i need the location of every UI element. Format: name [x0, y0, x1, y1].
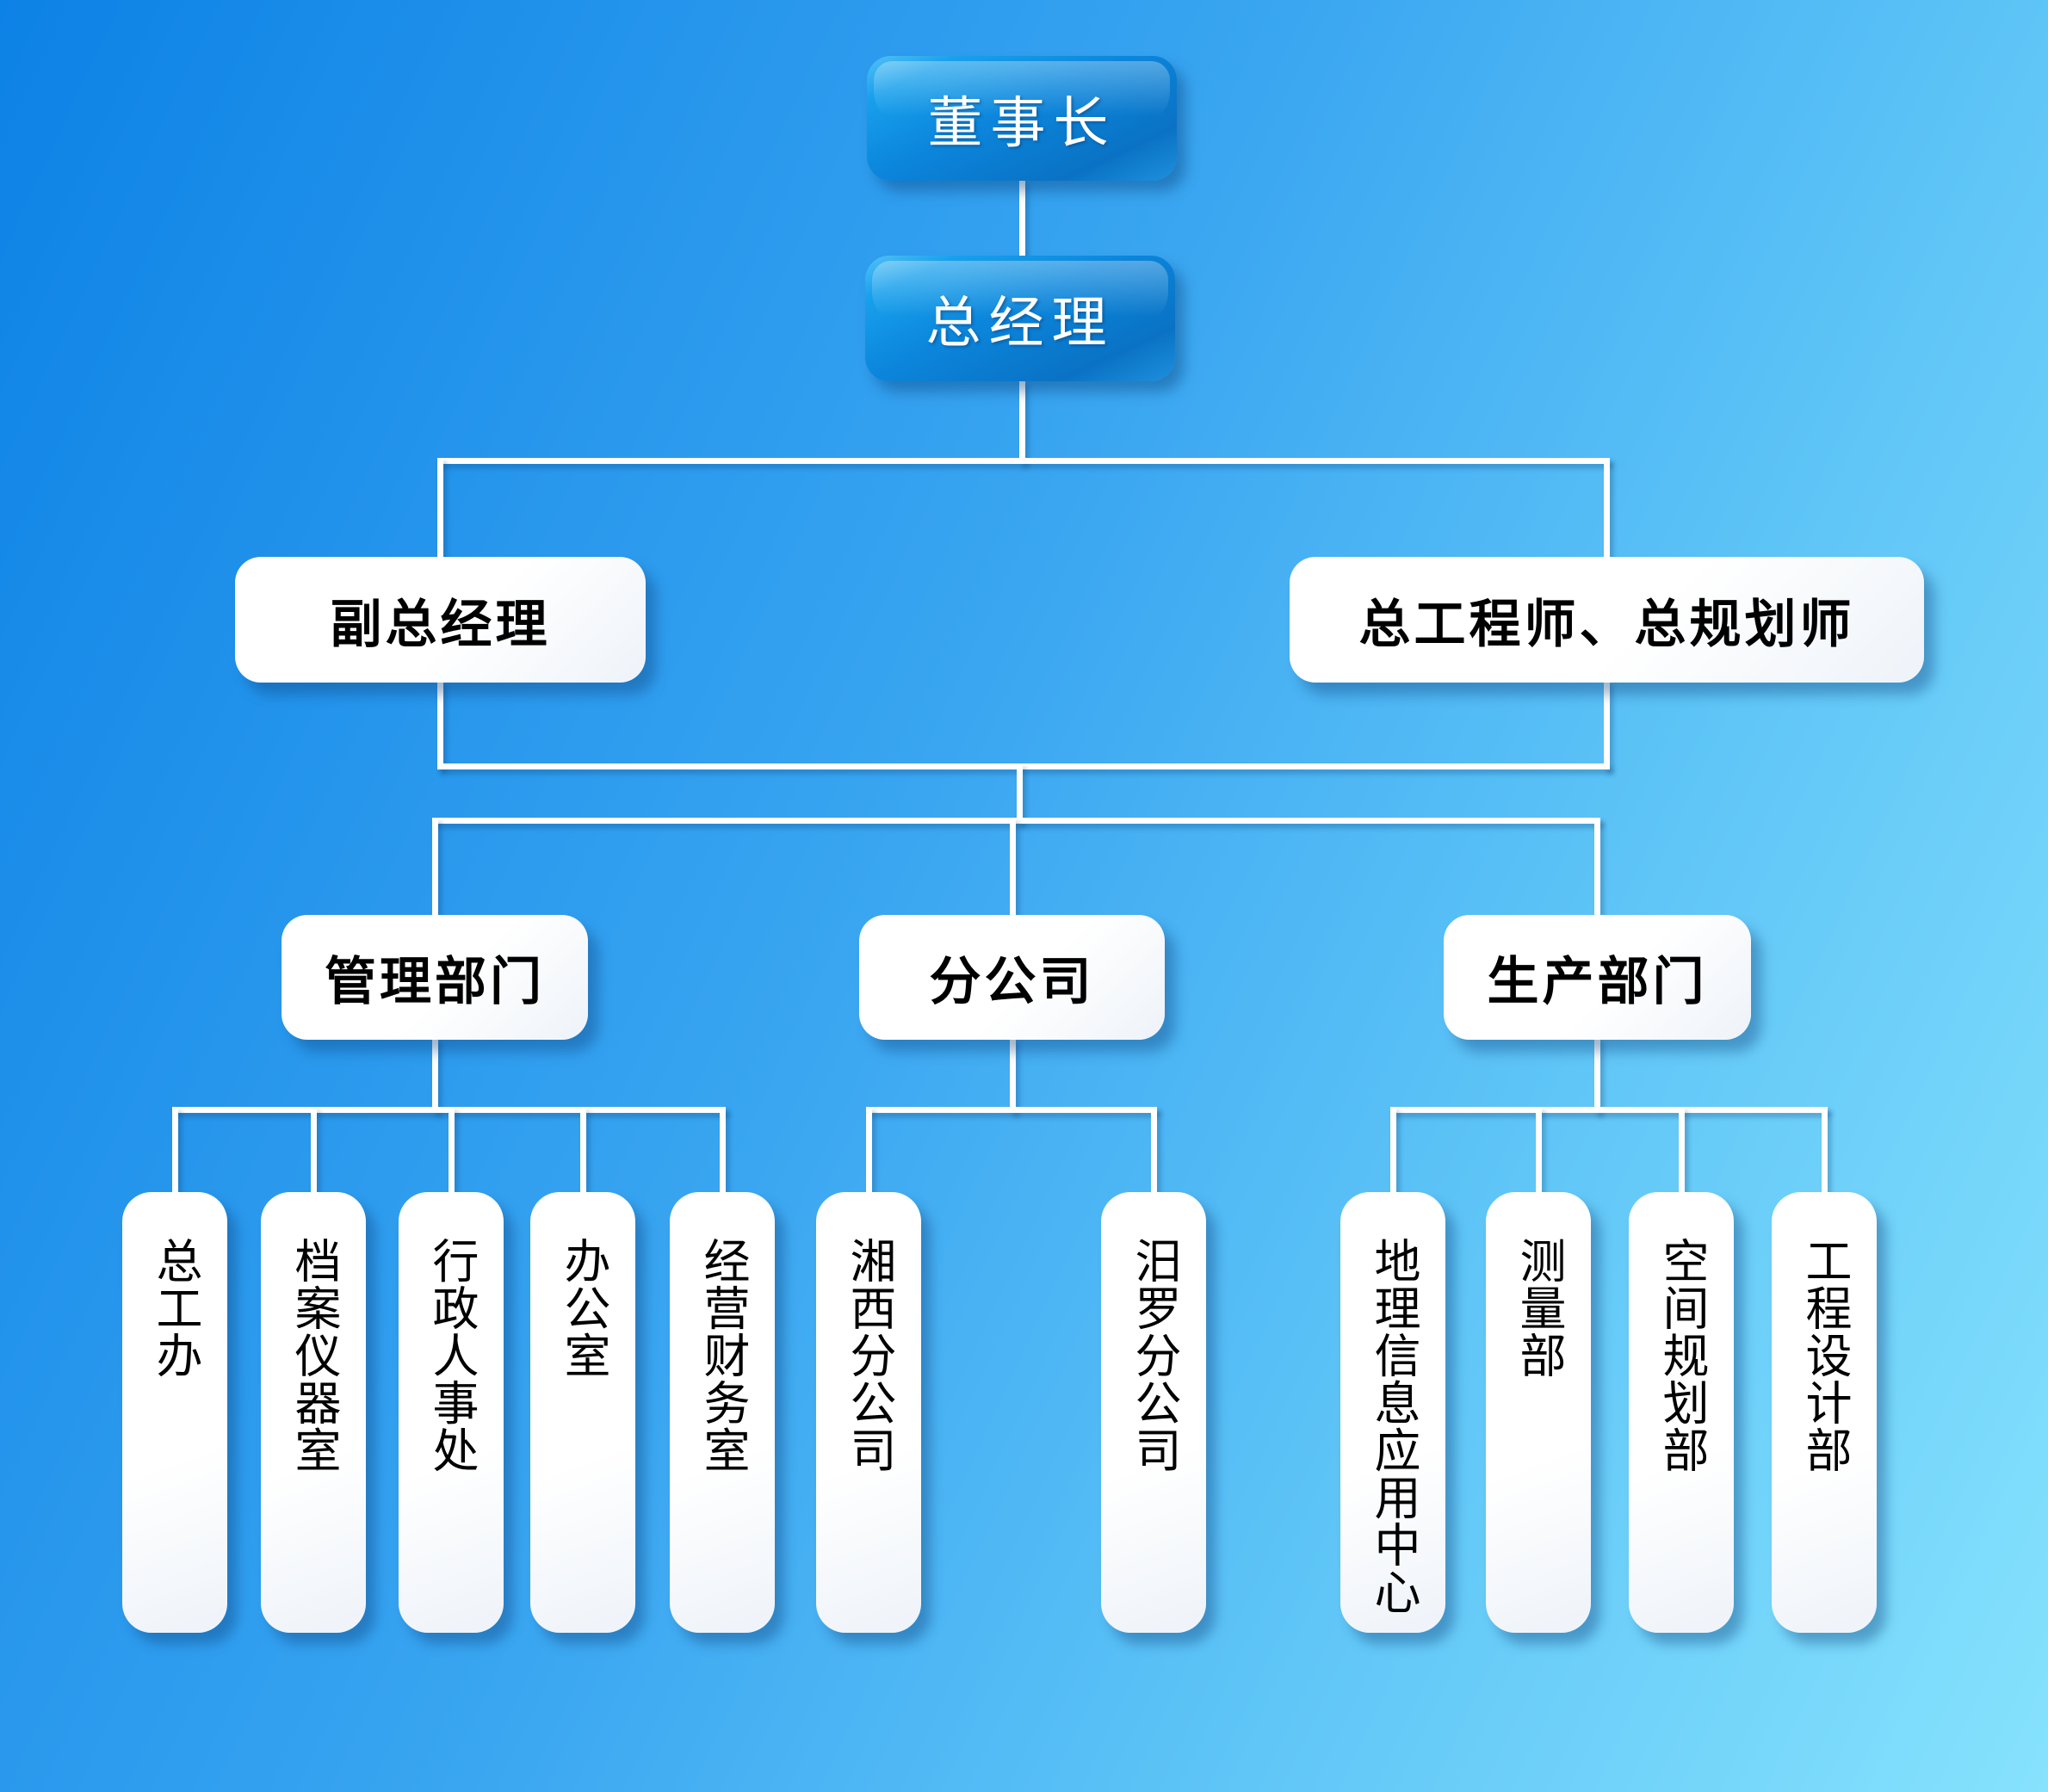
- node-management-dept: 管理部门: [282, 915, 588, 1040]
- connector-busM-drop2: [1151, 1107, 1157, 1195]
- node-mgmt-child-2: 档案仪器室: [261, 1192, 366, 1633]
- connector-prod-busR: [1594, 1037, 1600, 1113]
- connector-busL-drop3: [449, 1107, 455, 1195]
- node-chief-engineer-planner-label: 总工程师、总规划师: [1358, 596, 1855, 653]
- connector-gm-bus1: [1019, 380, 1025, 464]
- node-branch-child-1-label: 湘西分公司: [843, 1237, 894, 1474]
- node-branch-company-label: 分公司: [929, 954, 1095, 1010]
- connector-bus2-bus3: [1017, 763, 1023, 824]
- node-prod-child-2-label: 测量部: [1513, 1237, 1564, 1379]
- node-branch-child-2: 汨罗分公司: [1101, 1192, 1206, 1633]
- node-branch-company: 分公司: [859, 915, 1165, 1040]
- connector-busR-drop1: [1390, 1107, 1396, 1195]
- node-deputy-general-manager-label: 副总经理: [330, 596, 551, 653]
- connector-busR-drop3: [1679, 1107, 1685, 1195]
- node-mgmt-child-3: 行政人事处: [399, 1192, 504, 1633]
- connector-chief-bus2: [1604, 680, 1610, 769]
- connector-branch-busM: [1010, 1037, 1016, 1113]
- node-prod-child-4-label: 工程设计部: [1798, 1237, 1850, 1474]
- connector-deputy-bus2: [437, 680, 443, 769]
- node-mgmt-child-5: 经营财务室: [670, 1192, 775, 1633]
- node-prod-child-1: 地理信息应用中心: [1340, 1192, 1445, 1633]
- node-mgmt-child-1-label: 总工办: [149, 1237, 201, 1379]
- connector-busL-drop5: [720, 1107, 726, 1195]
- connector-bus1-chief: [1604, 458, 1610, 559]
- connector-busM-drop1: [866, 1107, 872, 1195]
- node-production-dept-label: 生产部门: [1487, 954, 1708, 1010]
- node-general-manager: 总经理: [865, 256, 1175, 381]
- node-mgmt-child-4-label: 办公室: [557, 1237, 609, 1379]
- node-management-dept-label: 管理部门: [325, 954, 545, 1010]
- node-mgmt-child-2-label: 档案仪器室: [288, 1237, 339, 1474]
- connector-bus3-branch: [1010, 818, 1016, 918]
- node-prod-child-3-label: 空间规划部: [1655, 1237, 1707, 1474]
- connector-busR: [1390, 1107, 1828, 1113]
- node-branch-child-2-label: 汨罗分公司: [1128, 1237, 1179, 1474]
- node-mgmt-child-5-label: 经营财务室: [696, 1237, 748, 1474]
- connector-bus3-prod: [1594, 818, 1600, 918]
- connector-bus3: [432, 818, 1600, 824]
- connector-mgmt-busL: [432, 1037, 438, 1113]
- connector-chairman-gm: [1019, 179, 1025, 258]
- connector-busM: [866, 1107, 1157, 1113]
- node-chairman-label: 董事长: [927, 92, 1117, 154]
- node-general-manager-label: 总经理: [925, 293, 1115, 354]
- connector-busL-drop1: [172, 1107, 178, 1195]
- node-mgmt-child-4: 办公室: [530, 1192, 635, 1633]
- connector-busR-drop4: [1822, 1107, 1828, 1195]
- node-prod-child-1-label: 地理信息应用中心: [1367, 1237, 1419, 1616]
- connector-bus1: [437, 458, 1610, 464]
- node-production-dept: 生产部门: [1444, 915, 1751, 1040]
- node-prod-child-2: 测量部: [1486, 1192, 1591, 1633]
- node-prod-child-3: 空间规划部: [1629, 1192, 1734, 1633]
- connector-busL-drop4: [580, 1107, 586, 1195]
- connector-busL-drop2: [311, 1107, 317, 1195]
- node-deputy-general-manager: 副总经理: [235, 557, 646, 683]
- node-chief-engineer-planner: 总工程师、总规划师: [1290, 557, 1924, 683]
- node-chairman: 董事长: [867, 56, 1177, 181]
- node-prod-child-4: 工程设计部: [1772, 1192, 1877, 1633]
- node-branch-child-1: 湘西分公司: [816, 1192, 921, 1633]
- connector-bus1-deputy: [437, 458, 443, 559]
- node-mgmt-child-3-label: 行政人事处: [425, 1237, 477, 1474]
- connector-bus2: [437, 763, 1610, 769]
- node-mgmt-child-1: 总工办: [122, 1192, 227, 1633]
- connector-busR-drop2: [1536, 1107, 1542, 1195]
- connector-bus3-mgmt: [432, 818, 438, 918]
